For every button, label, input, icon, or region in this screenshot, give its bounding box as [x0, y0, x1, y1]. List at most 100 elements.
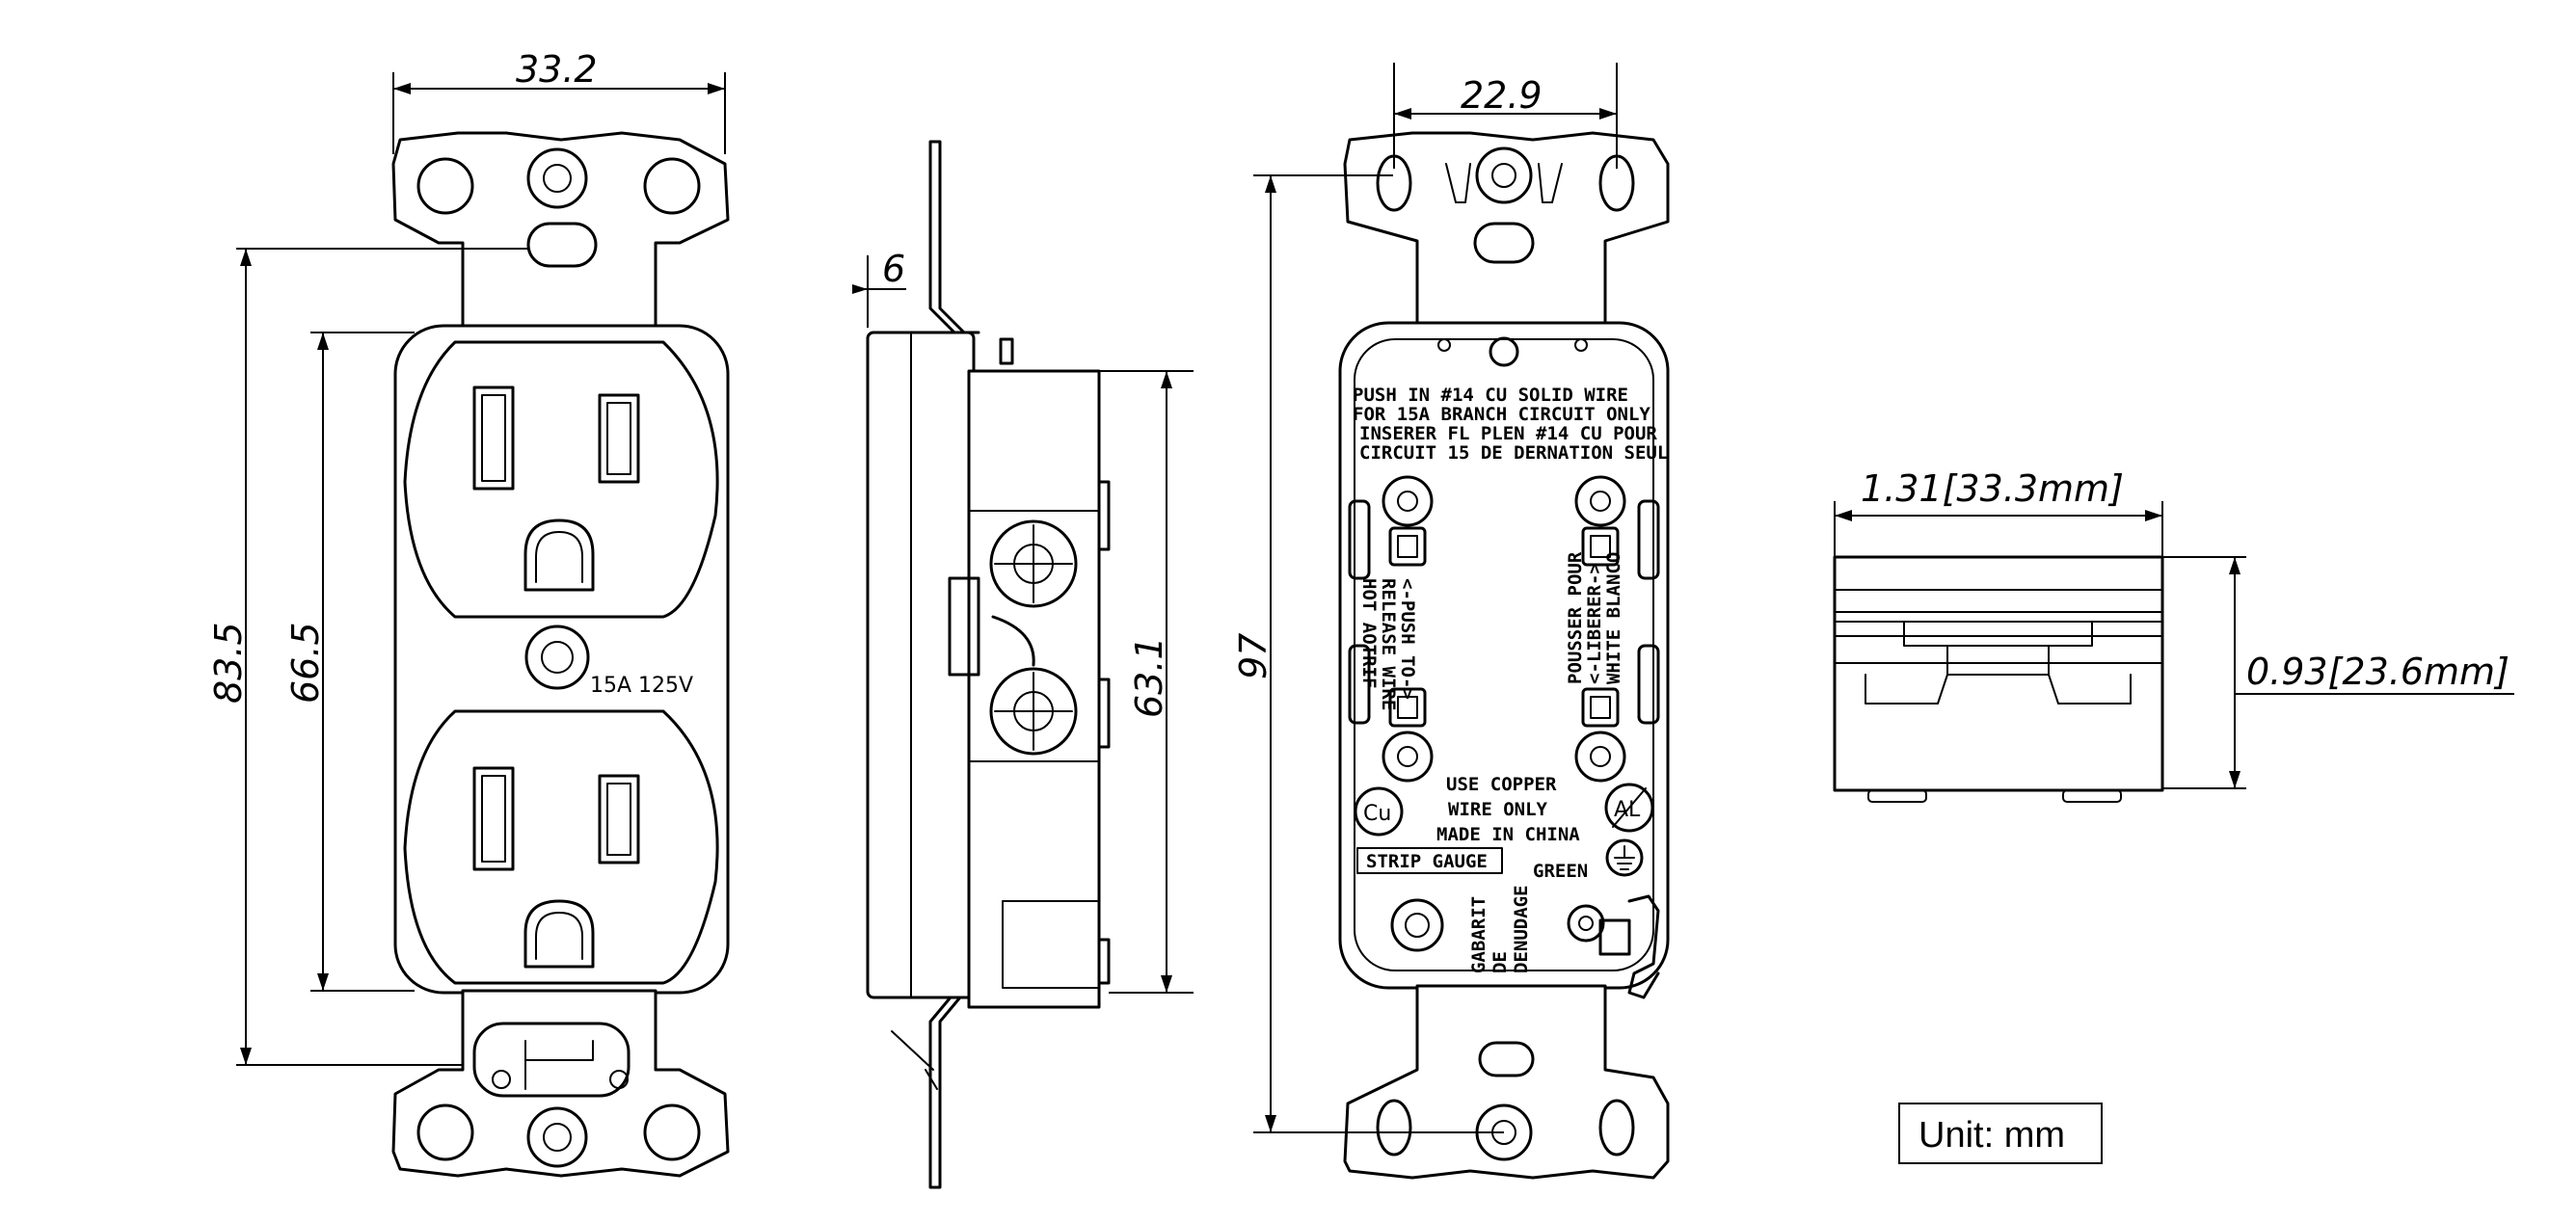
back-left-vertical-line-2: RELEASE WIRE: [1378, 578, 1399, 710]
side-lower-housing: [1002, 900, 1100, 989]
back-gabarit-labels: GABARIT DE DENUDAGE: [1468, 885, 1532, 973]
box-height-dimension: 0.93[23.6mm]: [2162, 556, 2514, 789]
side-depth-dimension: 6: [852, 248, 906, 328]
back-notice-line-4: CIRCUIT 15 DE DERNATION SEUL: [1359, 442, 1668, 464]
front-bottom-ground-clip: [524, 1040, 594, 1090]
front-lower-slot-left-inner: [481, 775, 506, 863]
front-width-value: 33.2: [516, 48, 598, 91]
back-release-slot-left-top: [1388, 526, 1427, 567]
front-bottom-left-hole: [416, 1103, 474, 1161]
back-bottom-left-hole: [1376, 1099, 1412, 1157]
box-side-tabs: [1865, 674, 2132, 705]
back-release-slot-right-top: [1581, 526, 1620, 567]
back-top-rivet-left: [1437, 338, 1451, 352]
side-lower-screw-slot: [994, 672, 1073, 751]
back-release-slot-left-bottom: [1388, 687, 1427, 728]
front-bottom-slot: [472, 1022, 631, 1098]
unit-label: Unit: mm: [1919, 1115, 2065, 1156]
back-terminal-right-bottom: [1574, 731, 1626, 783]
back-terminal-right-top: [1574, 475, 1626, 527]
side-upper-terminal-screw: [989, 519, 1078, 608]
front-top-right-hole: [643, 157, 701, 215]
back-top-screw-inner: [1491, 163, 1516, 188]
side-right-bump-3: [1097, 938, 1111, 985]
front-top-screw-outer: [526, 147, 588, 209]
back-right-vertical-labels: POUSSER POUR <-LIBERER-> WHITE BLANCO: [1565, 551, 1624, 684]
box-inner-tab: [1903, 621, 2093, 647]
front-bottom-rivet-right: [609, 1070, 629, 1089]
box-view: 1.31[33.3mm] 0.93[23.6mm]: [1833, 467, 2514, 803]
side-lower-terminal-screw: [989, 667, 1078, 756]
front-outer-height-value: 83.5: [207, 622, 250, 704]
back-left-vertical-line-1: <-PUSH TO->: [1397, 578, 1418, 700]
side-strap-bottom: [928, 991, 980, 1189]
front-lower-slot-left: [472, 766, 515, 871]
back-al-mark-circle: [1604, 783, 1654, 833]
back-view: PUSH IN #14 CU SOLID WIRE FOR 15A BRANCH…: [1232, 63, 1670, 1180]
side-face-plate: [866, 331, 976, 999]
side-terminal-bridge: [991, 615, 1035, 667]
back-right-vertical-line-3: WHITE BLANCO: [1603, 552, 1624, 684]
front-inner-height-dimension: 66.5: [284, 332, 415, 992]
back-hole-spacing-value: 22.9: [1461, 74, 1543, 117]
back-bottom-slot: [1478, 1041, 1535, 1077]
front-top-slot: [526, 222, 598, 268]
back-top-center-screw: [1489, 336, 1519, 367]
front-bottom-rivet-left: [492, 1070, 511, 1089]
back-ground-symbol: [1605, 838, 1644, 877]
back-green-terminal-inner: [1578, 916, 1594, 931]
front-lower-face: [403, 709, 719, 985]
back-green-terminal: [1567, 904, 1605, 943]
front-lower-ground-inner: [535, 912, 583, 960]
side-strap: [928, 140, 980, 334]
back-terminal-left-top: [1382, 475, 1434, 527]
back-left-bump-1: [1348, 499, 1371, 580]
side-depth-value: 6: [882, 248, 905, 290]
side-ground-wire: [891, 1030, 934, 1071]
box-foot-left: [1867, 789, 1927, 803]
front-lower-slot-right-inner: [606, 783, 631, 856]
back-right-bump-1: [1637, 499, 1660, 580]
side-ground-tab: [925, 1069, 938, 1090]
back-height-value: 97: [1232, 633, 1275, 679]
front-bottom-screw-outer: [526, 1106, 588, 1168]
back-release-slot-right-top-inner: [1590, 535, 1611, 558]
back-terminal-right-top-inner: [1590, 491, 1611, 512]
back-top-slot: [1473, 222, 1535, 264]
back-notice-line-2: FOR 15A BRANCH CIRCUIT ONLY: [1353, 404, 1650, 425]
back-left-bump-2: [1348, 644, 1371, 725]
front-upper-face: [403, 340, 719, 619]
back-center-line-3: MADE IN CHINA: [1436, 824, 1580, 845]
back-gabarit-line-3: DENUDAGE: [1511, 885, 1532, 973]
back-center-line-2: WIRE ONLY: [1448, 799, 1548, 820]
back-terminal-left-bottom: [1382, 731, 1434, 783]
front-top-left-hole: [416, 157, 474, 215]
back-bottom-left-screw-inner: [1405, 913, 1430, 938]
back-right-bump-2: [1637, 644, 1660, 725]
back-gabarit-line-1: GABARIT: [1468, 896, 1489, 973]
side-right-bump-2: [1097, 678, 1111, 749]
front-upper-ground-inner: [535, 531, 583, 583]
side-clip: [948, 576, 980, 677]
box-width-dimension: 1.31[33.3mm]: [1834, 467, 2163, 557]
side-upper-screw-head: [1013, 544, 1054, 584]
back-release-slot-left-top-inner: [1397, 535, 1418, 558]
back-terminal-left-top-inner: [1397, 491, 1418, 512]
side-height-dimension: 63.1: [1099, 370, 1194, 994]
back-center-line-1: USE COPPER: [1446, 774, 1557, 795]
back-cu-mark: Cu: [1363, 802, 1391, 826]
back-ground-clip: [1598, 894, 1660, 999]
front-view: 15A 125V 33.2 83.5: [207, 48, 730, 1178]
back-bottom-left-screw: [1390, 898, 1444, 952]
box-foot-right: [2062, 789, 2122, 803]
front-outer-height-dimension: 83.5: [207, 248, 528, 1066]
front-upper-ground: [523, 518, 595, 592]
back-height-dimension: 97: [1232, 174, 1504, 1133]
back-bottom-right-hole: [1598, 1099, 1635, 1157]
front-bottom-screw-inner: [543, 1123, 572, 1152]
unit-label-box: Unit: mm: [1898, 1103, 2103, 1164]
side-right-bump-1: [1097, 480, 1111, 551]
back-top-rivet-right: [1574, 338, 1588, 352]
front-bottom-strap: [391, 989, 730, 1178]
front-center-screw-inner: [541, 641, 574, 674]
